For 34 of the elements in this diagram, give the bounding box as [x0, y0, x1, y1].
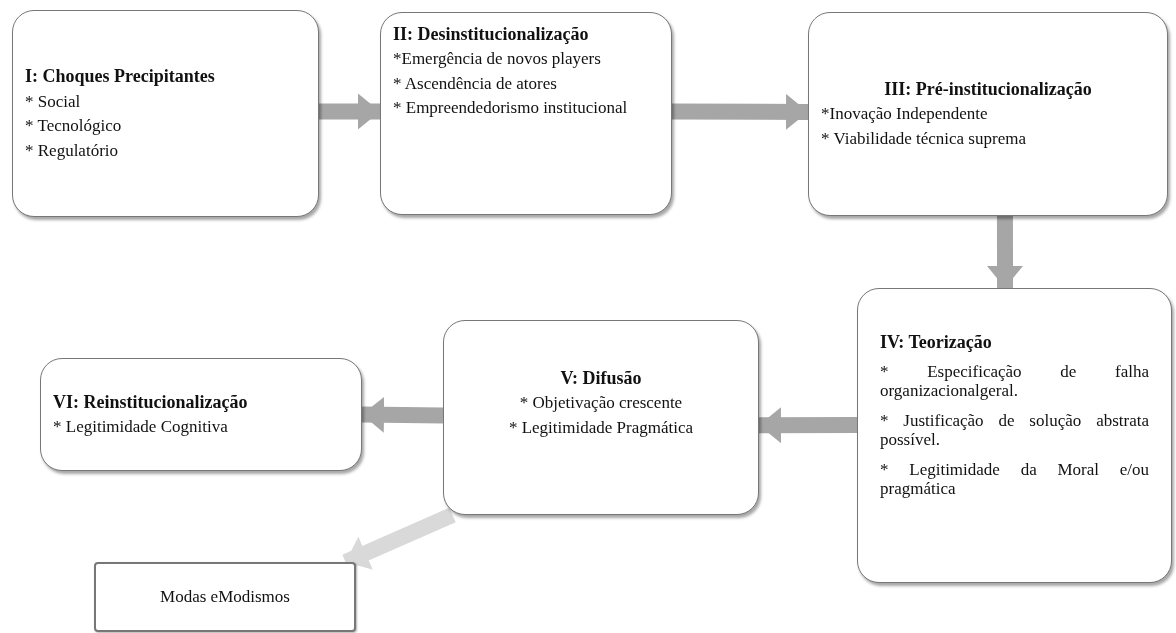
block-arrow [361, 396, 444, 433]
stage-heading: V: Difusão [559, 366, 643, 390]
stage-heading: III: Pré-institucionalização [883, 78, 1093, 102]
stage-text: * Especificação de falha organizacionalgeral. [880, 361, 1149, 401]
stage-text: Modas eModismos [160, 585, 290, 608]
stage-box [40, 358, 362, 471]
block-arrow [758, 407, 858, 444]
stage-heading: II: Desinstitucionalização [393, 23, 590, 46]
stage-box [808, 12, 1168, 216]
stage-heading: I: Choques Precipitantes [25, 65, 216, 89]
stage-box [443, 320, 759, 515]
stage-box [857, 288, 1172, 583]
stage-text: * Legitimidade Pragmática [507, 416, 695, 439]
stage-heading: VI: Reinstitucionalização [53, 391, 249, 415]
stage-text: * Legitimidade Cognitiva [53, 416, 229, 439]
outcome-box [94, 562, 356, 632]
stage-text: * Tecnológico [25, 115, 123, 138]
stage-text: * Regulatório [25, 139, 119, 162]
stage-text: *Inovação Independente [821, 103, 989, 126]
stage-text: * Empreendedorismo institucional [393, 97, 629, 120]
stage-heading: IV: Teorização [880, 332, 993, 353]
stage-text: * Justificação de solução abstrata possível. [880, 410, 1149, 450]
stage-text: * Legitimidade da Moral e/ou pragmática [880, 459, 1149, 499]
stage-text: * Objetivação crescente [518, 391, 684, 414]
block-arrow [342, 507, 456, 570]
block-arrow [987, 215, 1023, 289]
block-arrow [319, 93, 380, 130]
stage-box [12, 10, 319, 217]
block-arrow [671, 93, 809, 130]
stage-text: * Ascendência de atores [393, 72, 558, 95]
stage-text: *Emergência de novos players [393, 48, 602, 71]
stage-box [380, 12, 672, 215]
stage-text: * Viabilidade técnica suprema [821, 128, 1027, 151]
stage-text: * Social [25, 90, 82, 113]
